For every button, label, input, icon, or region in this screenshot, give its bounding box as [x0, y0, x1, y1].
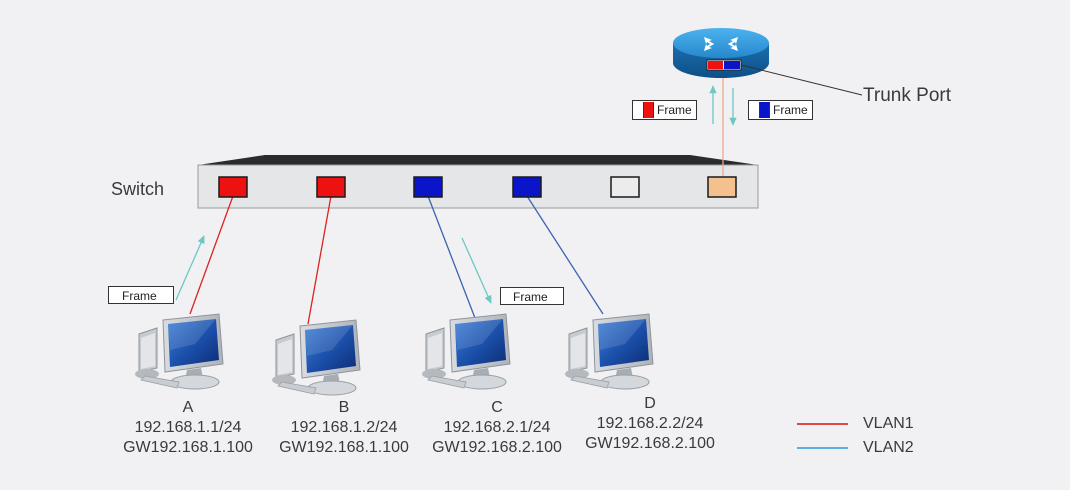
switch-port-5 [610, 176, 640, 198]
host-d-name: D [644, 395, 656, 412]
host-b-gw: GW192.168.1.100 [279, 439, 409, 456]
router-arrows-icon [704, 37, 738, 51]
computer-c-icon [421, 313, 511, 390]
switch-port-6 [707, 176, 737, 198]
vlan1-tag [643, 102, 654, 118]
legend-vlan2-label: VLAN2 [863, 439, 914, 456]
link-a [189, 195, 234, 315]
vlan2-tag [759, 102, 770, 118]
switch-port-3 [413, 176, 443, 198]
router-device [673, 28, 769, 78]
arrow-frame-c [461, 237, 492, 304]
switch-port-2 [316, 176, 346, 198]
trunk-label-leader [740, 64, 863, 96]
arrow-frame-a [175, 235, 205, 301]
host-c-name: C [491, 399, 503, 416]
host-d-label: D 192.168.2.2/24 GW192.168.2.100 [570, 394, 730, 454]
host-a-name: A [182, 399, 194, 416]
host-c-ip: 192.168.2.1/24 [443, 419, 551, 436]
frame-trunk-vlan2: Frame [748, 100, 813, 120]
host-d-ip: 192.168.2.2/24 [596, 415, 704, 432]
host-c-label: C 192.168.2.1/24 GW192.168.2.100 [417, 398, 577, 458]
switch-port-1 [218, 176, 248, 198]
link-d [526, 195, 604, 315]
frame-trunk-vlan1: Frame [632, 100, 697, 120]
host-b-label: B 192.168.1.2/24 GW192.168.1.100 [264, 398, 424, 458]
link-b [307, 195, 332, 325]
host-b-ip: 192.168.1.2/24 [290, 419, 398, 436]
host-c-gw: GW192.168.2.100 [432, 439, 562, 456]
host-a-gw: GW192.168.1.100 [123, 439, 253, 456]
host-d-gw: GW192.168.2.100 [585, 435, 715, 452]
host-a-ip: 192.168.1.1/24 [134, 419, 242, 436]
trunk-port-label: Trunk Port [863, 85, 951, 106]
legend-vlan1-label: VLAN1 [863, 415, 914, 432]
switch-ports [218, 176, 737, 198]
switch-label: Switch [111, 179, 165, 199]
switch-device [197, 155, 759, 209]
link-c [427, 195, 476, 319]
computer-a-icon [134, 313, 224, 390]
host-a-label: A 192.168.1.1/24 GW192.168.1.100 [108, 398, 268, 458]
computer-d-icon [564, 313, 654, 390]
frame-a: Frame [108, 286, 174, 304]
computer-b-icon [271, 319, 361, 396]
host-b-name: B [338, 399, 350, 416]
switch-port-4 [512, 176, 542, 198]
frame-c: Frame [500, 287, 564, 305]
